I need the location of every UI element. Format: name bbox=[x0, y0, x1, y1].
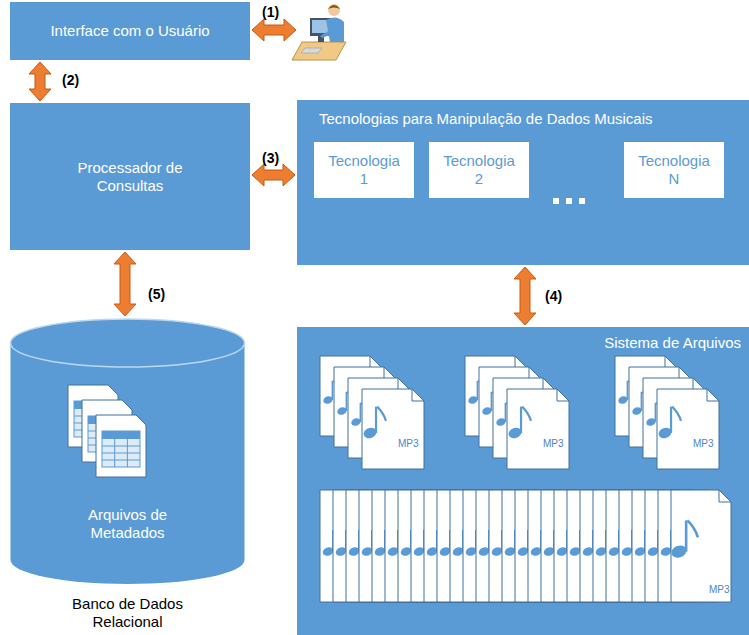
double-arrow bbox=[514, 267, 536, 325]
file-type-label: MP3 bbox=[693, 438, 714, 449]
table-icons bbox=[68, 385, 146, 477]
double-arrow bbox=[252, 19, 296, 41]
node-label: Processador de Consultas bbox=[70, 159, 190, 195]
node-label: Tecnologia N bbox=[635, 152, 713, 188]
technology-box: Tecnologia 2 bbox=[429, 142, 529, 198]
node-label: Tecnologia 1 bbox=[325, 152, 403, 188]
file-type-label: MP3 bbox=[398, 438, 419, 449]
process-box: Processador de Consultas bbox=[10, 103, 250, 250]
mp3-files bbox=[297, 327, 749, 635]
group-panel: Tecnologias para Manipulação de Dados Mu… bbox=[297, 100, 749, 265]
node-caption: Banco de Dados Relacional bbox=[58, 595, 198, 631]
database-cylinder: Arquivos de MetadadosBanco de Dados Rela… bbox=[10, 318, 245, 585]
callout-number: (3) bbox=[262, 150, 279, 166]
ellipsis-dots bbox=[553, 198, 593, 208]
callout-number: (2) bbox=[62, 72, 79, 88]
technology-box: Tecnologia 1 bbox=[314, 142, 414, 198]
file-type-label: MP3 bbox=[709, 584, 730, 595]
node-label: Interface com o Usuário bbox=[50, 22, 209, 40]
node-label: Tecnologia 2 bbox=[440, 152, 518, 188]
double-arrow bbox=[252, 164, 295, 186]
technology-box: Tecnologia N bbox=[624, 142, 724, 198]
process-box: Interface com o Usuário bbox=[10, 2, 250, 60]
file-system-panel: Sistema de Arquivos bbox=[297, 327, 749, 635]
callout-number: (1) bbox=[262, 4, 279, 20]
double-arrow bbox=[114, 252, 136, 316]
cylinder-outline bbox=[10, 318, 245, 608]
callout-number: (5) bbox=[148, 286, 165, 302]
node-label: Arquivos de Metadados bbox=[58, 506, 198, 542]
callout-number: (4) bbox=[545, 288, 562, 304]
node-label: Sistema de Arquivos bbox=[604, 334, 741, 352]
node-label: Tecnologias para Manipulação de Dados Mu… bbox=[319, 110, 653, 128]
user-icon bbox=[292, 4, 346, 60]
file-type-label: MP3 bbox=[543, 438, 564, 449]
double-arrow bbox=[29, 62, 51, 101]
